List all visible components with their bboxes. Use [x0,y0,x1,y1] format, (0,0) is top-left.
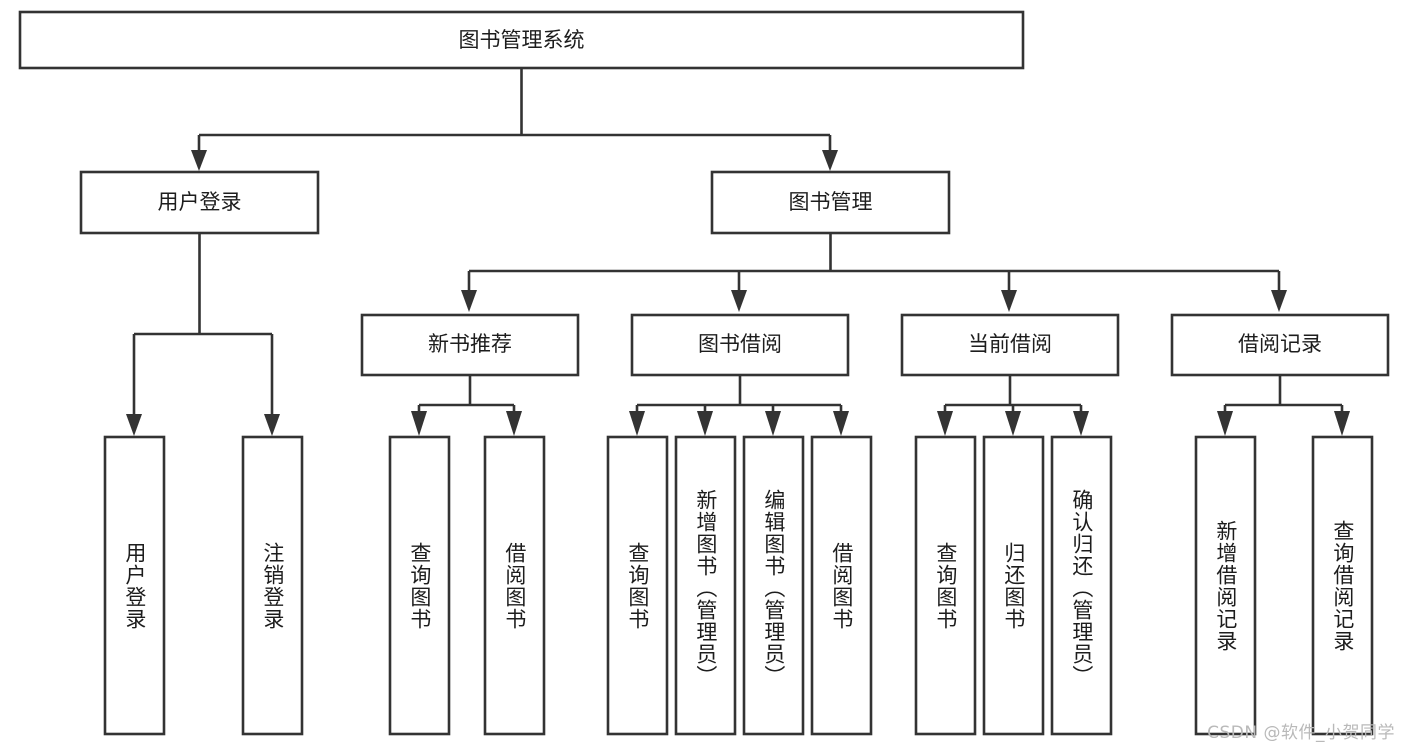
arrow-head-icon [1005,411,1021,436]
node-borrow-record[interactable]: 借阅记录 [1170,313,1390,377]
leaf-box-query-borrow-record[interactable] [1311,435,1374,736]
arrow-head-icon [126,414,142,436]
leaf-box-return-book[interactable] [982,435,1045,736]
leaf-box-borrow-book[interactable] [810,435,873,736]
connector-root-to-level1 [191,68,838,171]
arrow-head-icon [822,150,838,171]
connector-current-borrow-to-leaves [937,375,1089,436]
arrow-head-icon [191,150,207,171]
arrow-head-icon [1217,411,1233,436]
node-book-management-label: 图书管理 [789,190,873,214]
node-book-borrow[interactable]: 图书借阅 [630,313,850,377]
connector-user-login-to-leaves [126,233,280,436]
arrow-head-icon [765,411,781,436]
node-user-login[interactable]: 用户登录 [79,170,320,235]
leaf-box-logout[interactable] [241,435,304,736]
node-borrow-record-label: 借阅记录 [1238,332,1322,356]
arrow-head-icon [506,411,522,436]
leaf-box-user-login[interactable] [103,435,166,736]
node-root[interactable]: 图书管理系统 [18,10,1025,70]
leaf-box-query-book-new[interactable] [388,435,451,736]
node-book-management[interactable]: 图书管理 [710,170,951,235]
leaf-box-add-book-admin[interactable] [674,435,737,736]
arrow-head-icon [411,411,427,436]
connector-book-borrow-to-leaves [629,375,849,436]
arrow-head-icon [731,290,747,312]
connector-new-book-to-leaves [411,375,522,436]
node-root-label: 图书管理系统 [459,28,585,52]
leaf-box-confirm-return-admin[interactable] [1050,435,1113,736]
arrow-head-icon [1271,290,1287,312]
node-new-book-recommend[interactable]: 新书推荐 [360,313,580,377]
arrow-head-icon [264,414,280,436]
node-book-borrow-label: 图书借阅 [698,332,782,356]
arrow-head-icon [697,411,713,436]
connector-borrow-record-to-leaves [1217,375,1350,436]
arrow-head-icon [1334,411,1350,436]
node-new-book-recommend-label: 新书推荐 [428,332,512,356]
leaf-box-add-borrow-record[interactable] [1194,435,1257,736]
watermark-text: CSDN @软件_小贺同学 [1207,723,1395,743]
node-new-book-recommend-box [360,313,580,377]
node-current-borrow-label: 当前借阅 [968,332,1052,356]
arrow-head-icon [1001,290,1017,312]
leaf-box-query-book-borrow[interactable] [606,435,669,736]
node-current-borrow[interactable]: 当前借阅 [900,313,1120,377]
node-root-box [18,10,1025,70]
leaf-box-query-book-current[interactable] [914,435,977,736]
arrow-head-icon [629,411,645,436]
leaf-box-borrow-book-new[interactable] [483,435,546,736]
node-user-login-box [79,170,320,235]
node-user-login-label: 用户登录 [158,190,242,214]
arrow-head-icon [937,411,953,436]
arrow-head-icon [461,290,477,312]
connector-book-management-to-level2 [461,233,1287,312]
node-current-borrow-box [900,313,1120,377]
arrow-head-icon [833,411,849,436]
leaf-box-edit-book-admin[interactable] [742,435,805,736]
arrow-head-icon [1073,411,1089,436]
